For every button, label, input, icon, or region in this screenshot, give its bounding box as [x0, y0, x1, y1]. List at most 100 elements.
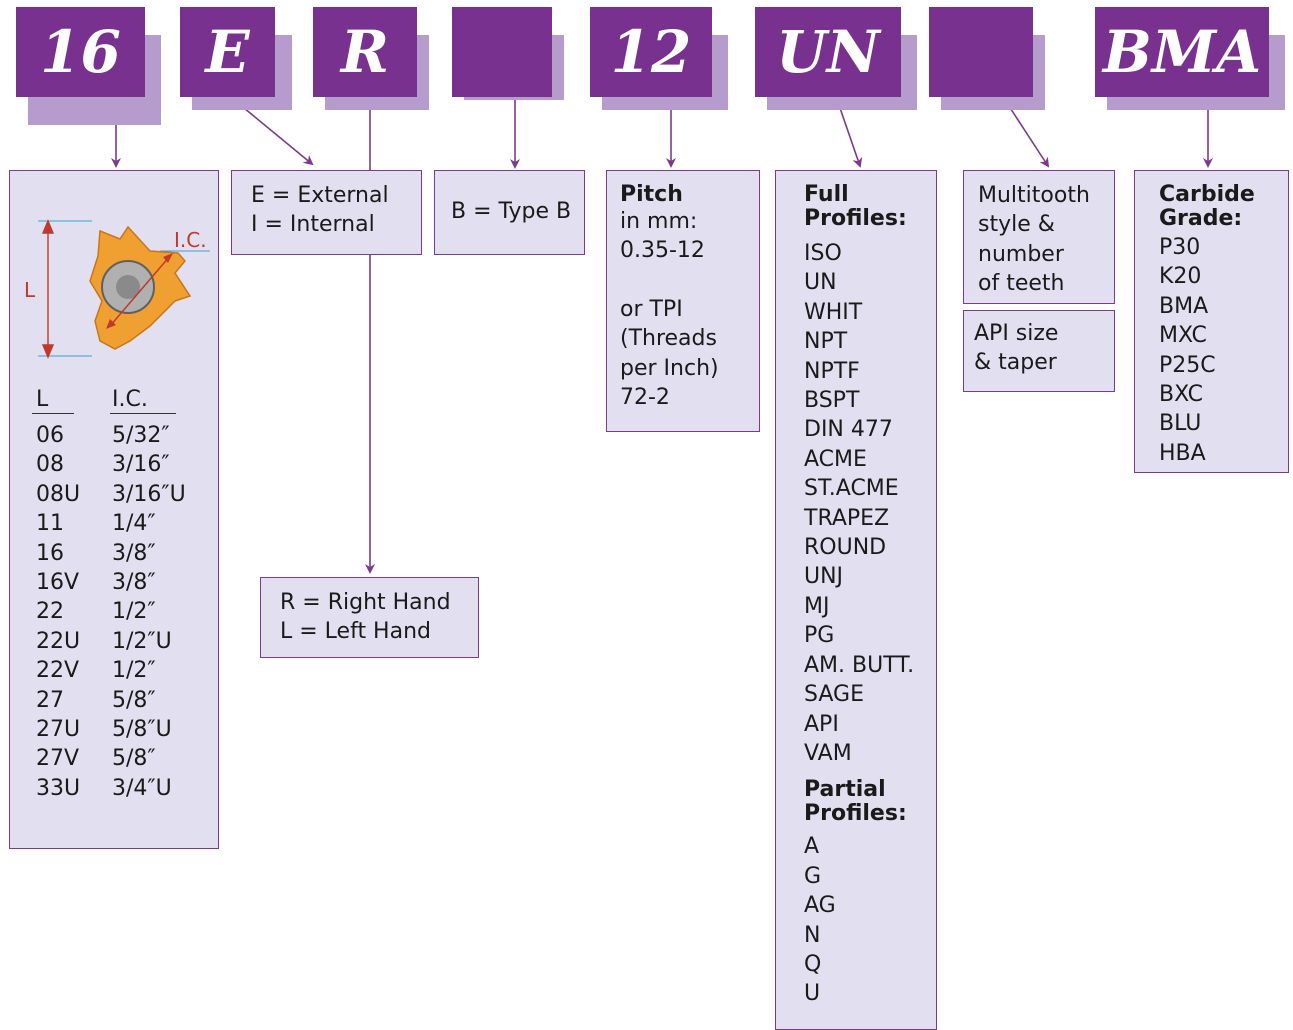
l-diagram-label: L: [24, 278, 36, 302]
full-profile-item: BSPT: [804, 388, 860, 414]
code-profile-text: UN: [755, 7, 901, 97]
size-ic-cell: 5/32″: [112, 423, 170, 448]
grade-item: K20: [1159, 264, 1202, 290]
pitch-title: Pitch: [620, 182, 683, 207]
type-box: B = Type B: [434, 170, 585, 255]
partial-profiles-title-1: Profiles:: [804, 801, 907, 827]
pitch-line-2: [620, 266, 759, 295]
code-hand-text: R: [313, 7, 417, 97]
full-profile-item: NPTF: [804, 358, 860, 384]
size-l-cell: 16: [36, 540, 64, 566]
full-profile-item: ISO: [804, 241, 842, 266]
pitch-line-3: or TPI: [620, 296, 683, 322]
code-pitch-text: 12: [590, 7, 712, 97]
size-l-cell: 22V: [36, 658, 80, 684]
size-ic-cell: 3/4″U: [112, 775, 172, 801]
pitch-line-6: 72-2: [620, 385, 670, 411]
full-profile-item: ACME: [804, 446, 867, 472]
api-line-1: & taper: [974, 350, 1057, 376]
size-l-cell: 27V: [36, 746, 80, 772]
col-header-ic: I.C.: [112, 387, 148, 412]
code-size-text: 16: [16, 7, 145, 97]
int-line: I = Internal: [251, 212, 375, 238]
size-ic-cell: 3/16″U: [112, 481, 186, 507]
size-ic-cell: 1/4″: [112, 511, 156, 537]
code-ext-int-text: E: [180, 7, 275, 97]
full-profile-item: AM. BUTT.: [804, 652, 915, 678]
size-ic-cell: 5/8″U: [112, 717, 172, 742]
full-profile-item: DIN 477: [804, 417, 893, 443]
partial-profile-item: AG: [804, 893, 836, 919]
grade-item: P25C: [1159, 352, 1216, 378]
size-l-cell: 11: [36, 511, 64, 537]
full-profile-item: TRAPEZ: [804, 505, 890, 531]
pitch-line-5: per Inch): [620, 355, 719, 381]
grade-title-1: Grade:: [1159, 206, 1243, 231]
api-line-0: API size: [974, 321, 1059, 346]
grade-item: BMA: [1159, 293, 1209, 319]
grade-item: MXC: [1159, 323, 1207, 349]
full-profile-item: SAGE: [804, 682, 864, 708]
pitch-line-0: in mm:: [620, 209, 698, 234]
size-l-cell: 27: [36, 687, 64, 713]
size-l-cell: 06: [36, 423, 64, 448]
full-profile-item: UN: [804, 270, 837, 296]
size-l-cell: 22U: [36, 628, 81, 654]
ext-int-box: E = External I = Internal: [231, 170, 422, 255]
full-profile-item: ST.ACME: [804, 476, 899, 502]
size-l-cell: 08: [36, 452, 64, 478]
grade-item: BXC: [1159, 382, 1203, 408]
full-profile-item: VAM: [804, 740, 852, 766]
hand-box: R = Right Hand L = Left Hand: [260, 577, 479, 658]
size-ic-cell: 3/16″: [112, 452, 170, 478]
type-line: B = Type B: [451, 199, 572, 224]
right-hand-line: R = Right Hand: [280, 590, 451, 615]
partial-profile-item: U: [804, 981, 821, 1007]
full-profile-item: MJ: [804, 593, 830, 619]
size-ic-cell: 5/8″: [112, 687, 156, 713]
code-type-text: [452, 7, 552, 97]
full-profiles-title-0: Full: [804, 182, 849, 207]
grade-title-0: Carbide: [1159, 182, 1255, 207]
partial-profiles-title-0: Partial: [804, 777, 886, 803]
rule-l: [32, 413, 74, 414]
grade-item: P30: [1159, 235, 1201, 260]
pitch-box: Pitch in mm: 0.35-12 or TPI (Threads per…: [606, 170, 760, 432]
col-header-l: L: [36, 387, 49, 412]
size-ic-cell: 1/2″U: [112, 628, 172, 654]
full-profile-item: PG: [804, 623, 835, 649]
size-l-cell: 27U: [36, 717, 81, 742]
grade-item: BLU: [1159, 411, 1202, 437]
full-profile-item: API: [804, 711, 839, 737]
size-l-cell: 33U: [36, 775, 81, 801]
full-profile-item: UNJ: [804, 564, 844, 590]
full-profile-item: NPT: [804, 329, 848, 355]
full-profiles-title-1: Profiles:: [804, 206, 907, 231]
full-profile-item: ROUND: [804, 535, 887, 561]
size-ic-cell: 3/8″: [112, 570, 156, 595]
size-l-cell: 16V: [36, 570, 80, 595]
size-box: I.C. L L I.C. 06 5/32″ 08 3/16″ 08U 3/16″U 11 1…: [9, 170, 219, 849]
size-l-cell: 22: [36, 599, 64, 625]
ic-diagram-label: I.C.: [174, 228, 207, 252]
pitch-line-4: (Threads: [620, 326, 717, 352]
arrow-multitooth: [1004, 99, 1050, 168]
size-l-cell: 08U: [36, 481, 81, 507]
code-grade-text: BMA: [1095, 7, 1269, 97]
left-hand-line: L = Left Hand: [280, 619, 431, 645]
size-ic-cell: 5/8″: [112, 746, 156, 772]
multitooth-line-1: style &: [978, 212, 1055, 238]
multitooth-line-2: number: [978, 241, 1064, 267]
size-ic-cell: 3/8″: [112, 540, 156, 566]
multitooth-line-3: of teeth: [978, 271, 1065, 297]
code-multitooth-text: [929, 7, 1033, 97]
size-ic-cell: 1/2″: [112, 658, 156, 684]
pitch-line-1: 0.35-12: [620, 238, 705, 264]
partial-profile-item: A: [804, 834, 820, 860]
ext-line: E = External: [251, 183, 389, 208]
